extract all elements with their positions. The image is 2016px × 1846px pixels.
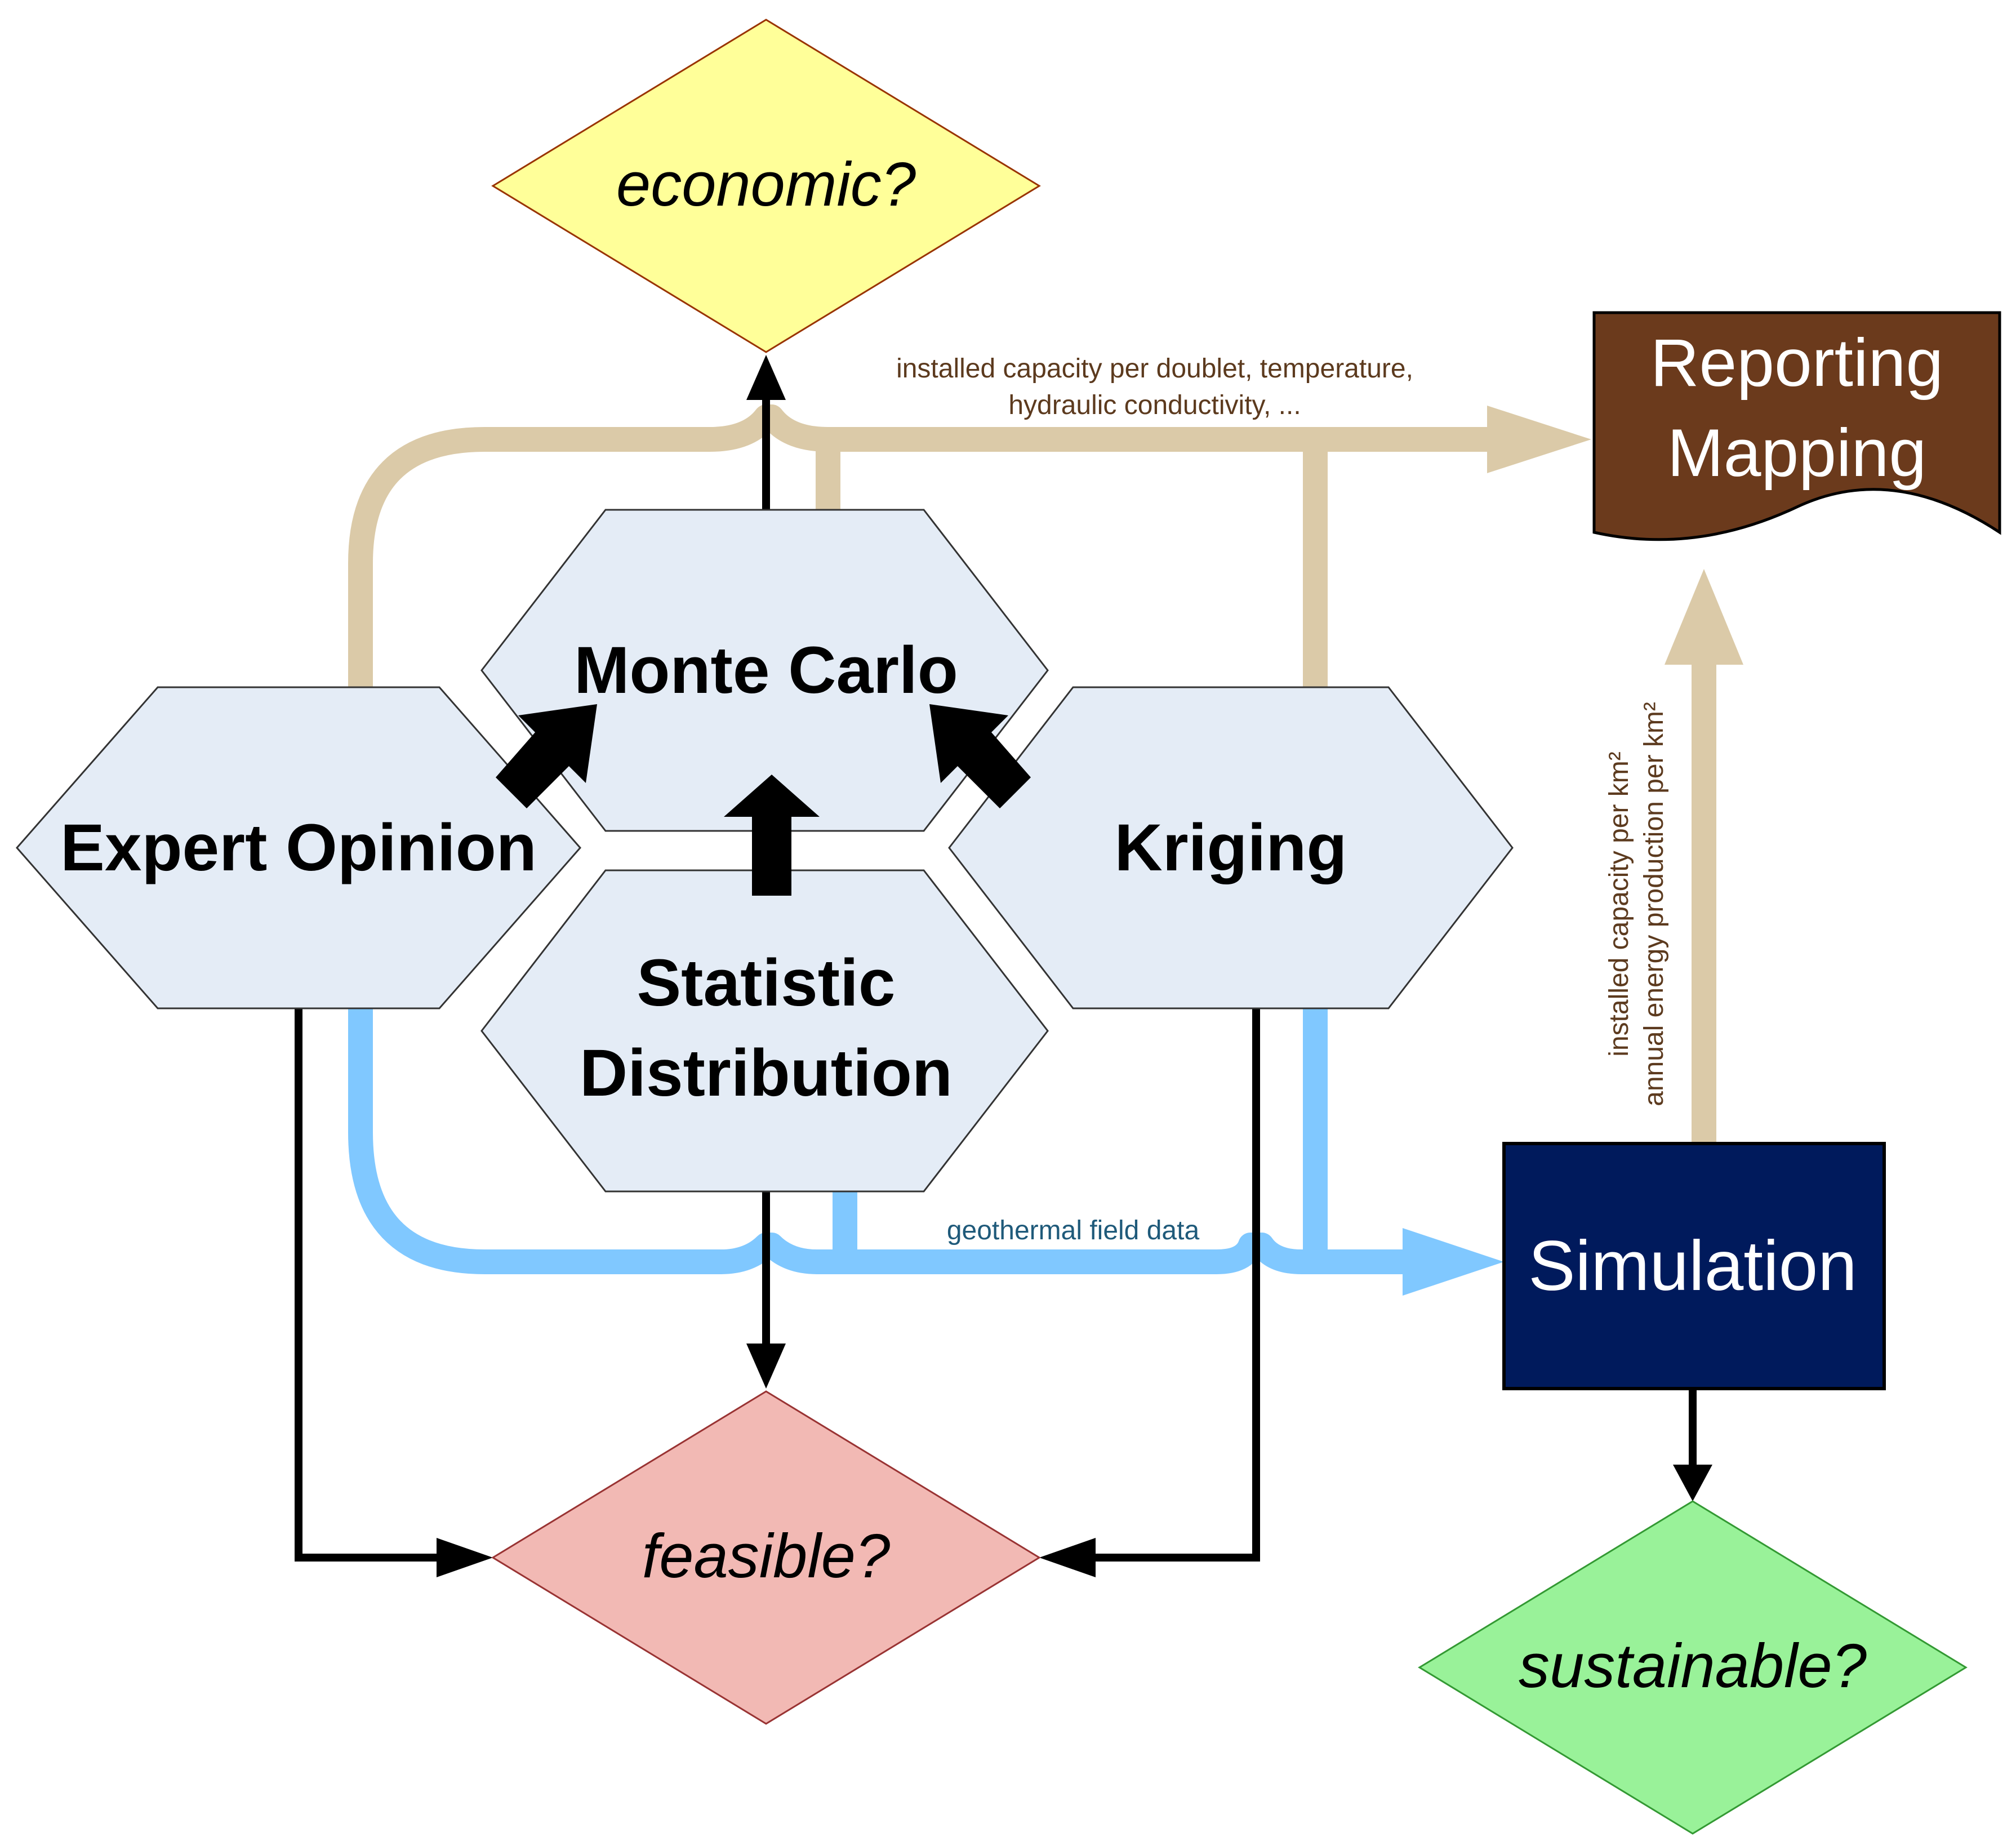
box-simulation	[1502, 1142, 1886, 1390]
label-right-flow-line1: installed capacity per km²	[1604, 751, 1634, 1057]
connector-kriging-feasible	[1096, 1008, 1260, 1562]
arrow-head-sustainable	[1673, 1465, 1712, 1501]
label-expert-opinion: Expert Opinion	[60, 811, 537, 885]
label-monte-carlo: Monte Carlo	[574, 633, 958, 708]
tan-arrow-head-reporting	[1487, 406, 1591, 473]
label-distribution: Distribution	[580, 1036, 953, 1110]
label-feasible: feasible?	[642, 1522, 890, 1591]
connector-expert-feasible	[295, 1008, 445, 1562]
diamond-economic	[491, 19, 1041, 353]
diamond-feasible	[491, 1390, 1041, 1725]
tan-arrow-head-up	[1665, 569, 1743, 665]
blue-flow-connector	[348, 1008, 1414, 1274]
hexagon-statistic-distribution	[480, 869, 1049, 1193]
arrow-head-feasible-left	[437, 1538, 493, 1577]
hexagon-monte-carlo	[480, 509, 1049, 832]
block-arrow-kriging-to-montecarlo	[929, 704, 1031, 808]
label-reporting: Reporting	[1650, 325, 1943, 401]
label-bottom-flow: geothermal field data	[947, 1216, 1200, 1246]
arrow-head-feasible-right	[1039, 1538, 1096, 1577]
blue-arrow-head-simulation	[1403, 1228, 1504, 1296]
label-top-flow-line2: hydraulic conductivity, ...	[1008, 390, 1301, 420]
label-mapping: Mapping	[1667, 415, 1926, 491]
label-right-flow-group: installed capacity per km² annual energy…	[1604, 702, 1669, 1106]
tan-flow-main-path	[348, 404, 1498, 687]
label-simulation: Simulation	[1528, 1227, 1857, 1305]
block-arrow-expert-to-montecarlo	[496, 704, 597, 808]
arrow-head-feasible-top	[746, 1344, 786, 1389]
tan-flow-connector	[348, 404, 1716, 1144]
black-connectors	[295, 400, 1697, 1562]
hexagon-kriging	[948, 686, 1514, 1009]
arrow-head-economic	[746, 355, 786, 400]
blue-flow-main-path	[348, 1008, 1414, 1274]
diamond-sustainable	[1418, 1500, 1968, 1835]
label-statistic: Statistic	[637, 946, 895, 1020]
document-reporting-mapping	[1592, 311, 2001, 541]
label-right-flow-line2: annual energy production per km²	[1639, 702, 1669, 1106]
label-top-flow-line1: installed capacity per doublet, temperat…	[896, 354, 1413, 384]
block-arrow-statistic-to-montecarlo	[724, 775, 820, 896]
label-economic: economic?	[616, 150, 916, 219]
label-kriging: Kriging	[1115, 811, 1347, 885]
hexagon-expert-opinion	[16, 686, 581, 1009]
label-sustainable: sustainable?	[1519, 1631, 1867, 1701]
